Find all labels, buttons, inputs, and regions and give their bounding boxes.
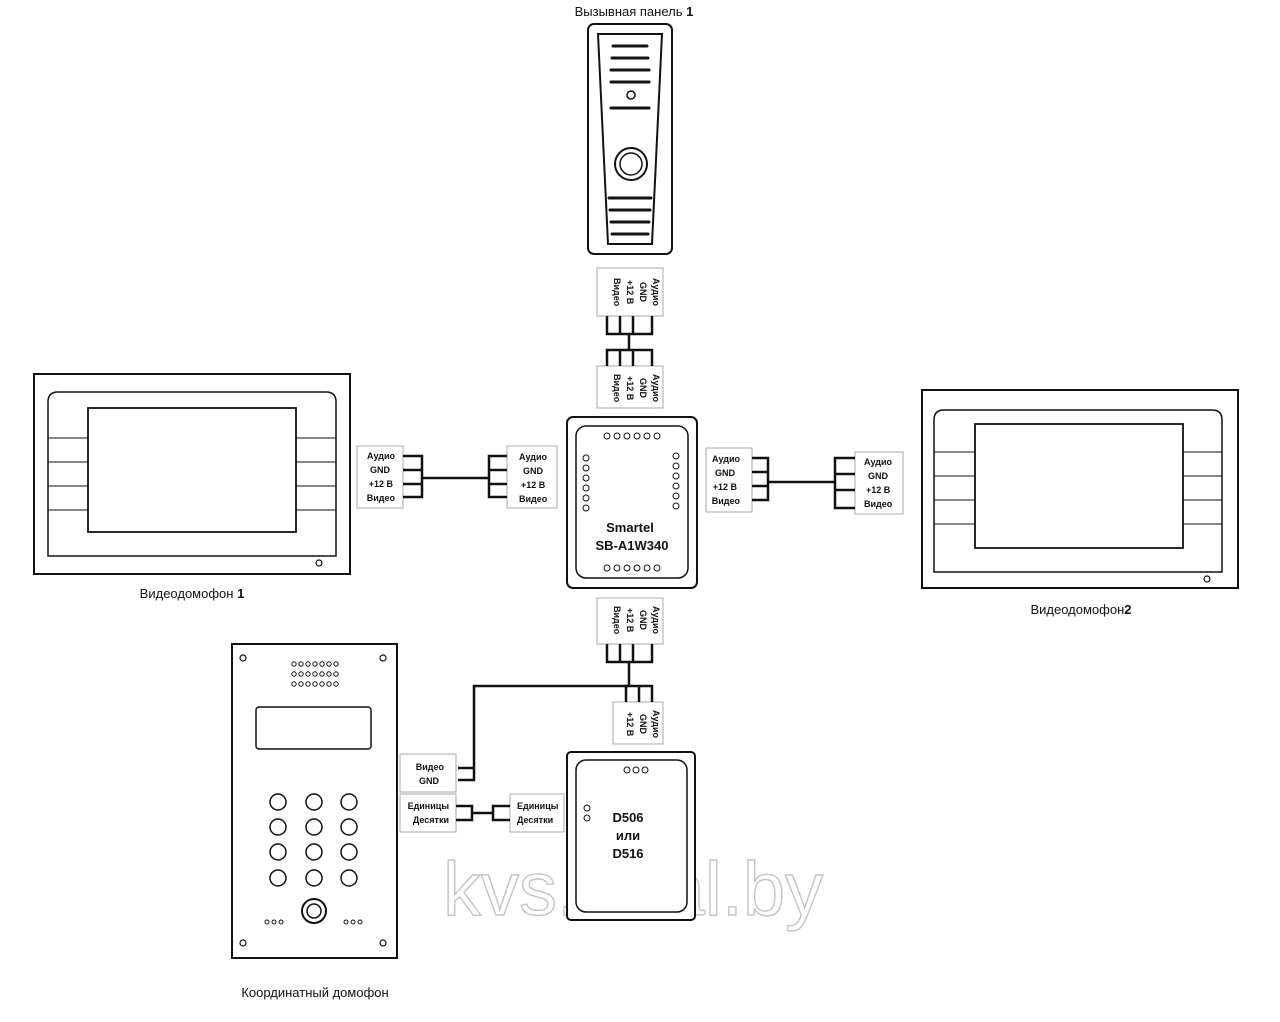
svg-text:Видео: Видео [367,493,396,503]
camera-icon [626,90,636,100]
svg-text:Десятки: Десятки [517,815,553,825]
terminal-converter-top: Аудио GND +12 В [612,701,664,745]
svg-text:Видео: Видео [612,278,622,307]
svg-text:Аудио: Аудио [651,278,661,307]
keypad [269,793,358,887]
svg-text:Аудио: Аудио [712,454,741,464]
svg-text:Единицы: Единицы [517,801,559,811]
wires-lines [456,804,510,822]
svg-text:GND: GND [868,471,889,481]
svg-text:GND: GND [370,465,391,475]
svg-text:GND: GND [638,610,648,631]
display-window [255,706,372,750]
svg-text:Видео: Видео [612,374,622,403]
wires-vertical [458,316,654,782]
svg-text:GND: GND [419,776,440,786]
svg-text:Видео: Видео [519,494,548,504]
terminal-monitor-1: Аудио GND +12 В Видео [356,445,404,509]
converter-d506: D506 или D516 [566,751,696,921]
coordinate-intercom: Координатный домофон [231,643,398,1000]
svg-text:Аудио: Аудио [651,710,661,739]
wires-right [752,456,855,510]
svg-text:Видео: Видео [612,606,622,635]
speaker-grille-icon [291,661,339,687]
terminal-intercom-lines: Единицы Десятки [399,793,457,833]
svg-text:GND: GND [638,282,648,303]
svg-text:GND: GND [638,714,648,735]
converter-model-2: D516 [612,846,643,861]
monitor-2-title: Видеодомофон2 [1030,602,1131,617]
svg-text:Аудио: Аудио [651,606,661,635]
svg-text:GND: GND [715,468,736,478]
svg-text:+12 В: +12 В [625,376,635,401]
svg-text:+12 В: +12 В [521,480,546,490]
svg-text:+12 В: +12 В [713,482,738,492]
svg-text:Аудио: Аудио [864,457,893,467]
svg-text:Видео: Видео [864,499,893,509]
terminal-hub-bottom: Аудио GND +12 В Видео [596,597,664,645]
video-monitor-2: Видеодомофон2 [921,389,1239,617]
svg-text:Видео: Видео [712,496,741,506]
svg-text:+12 В: +12 В [625,280,635,305]
svg-text:Единицы: Единицы [408,801,450,811]
svg-text:GND: GND [638,378,648,399]
converter-or: или [616,828,640,843]
svg-text:GND: GND [523,466,544,476]
video-monitor-1: Видеодомофон 1 [33,373,351,601]
svg-text:Аудио: Аудио [367,451,396,461]
svg-text:Аудио: Аудио [651,374,661,403]
svg-text:+12 В: +12 В [625,712,635,737]
hub-name: Smartel [606,520,654,535]
coordinate-intercom-title: Координатный домофон [241,985,388,1000]
hub-model: SB-A1W340 [596,538,669,553]
monitor-1-title: Видеодомофон 1 [140,586,245,601]
terminal-monitor-2: Аудио GND +12 В Видео [854,451,904,515]
terminal-converter-lines: Единицы Десятки [509,793,565,833]
converter-model-1: D506 [612,810,643,825]
call-panel-1: Вызывная панель 1 [575,4,694,255]
terminal-intercom-video: Видео GND [399,753,457,793]
svg-text:Аудио: Аудио [519,452,548,462]
svg-text:Десятки: Десятки [413,815,449,825]
terminal-hub-top: Аудио GND +12 В Видео [596,365,664,409]
svg-text:+12 В: +12 В [369,479,394,489]
hub-smartel: Smartel SB-A1W340 [566,416,698,589]
call-panel-title: Вызывная панель 1 [575,4,694,19]
terminal-call-panel-top: Аудио GND +12 В Видео [596,267,664,317]
terminal-hub-left: Аудио GND +12 В Видео [506,445,558,509]
svg-text:+12 В: +12 В [625,608,635,633]
wires-left [403,454,507,499]
terminal-hub-right: Аудио GND +12 В Видео [705,447,753,513]
svg-text:Видео: Видео [416,762,445,772]
svg-text:+12 В: +12 В [866,485,891,495]
